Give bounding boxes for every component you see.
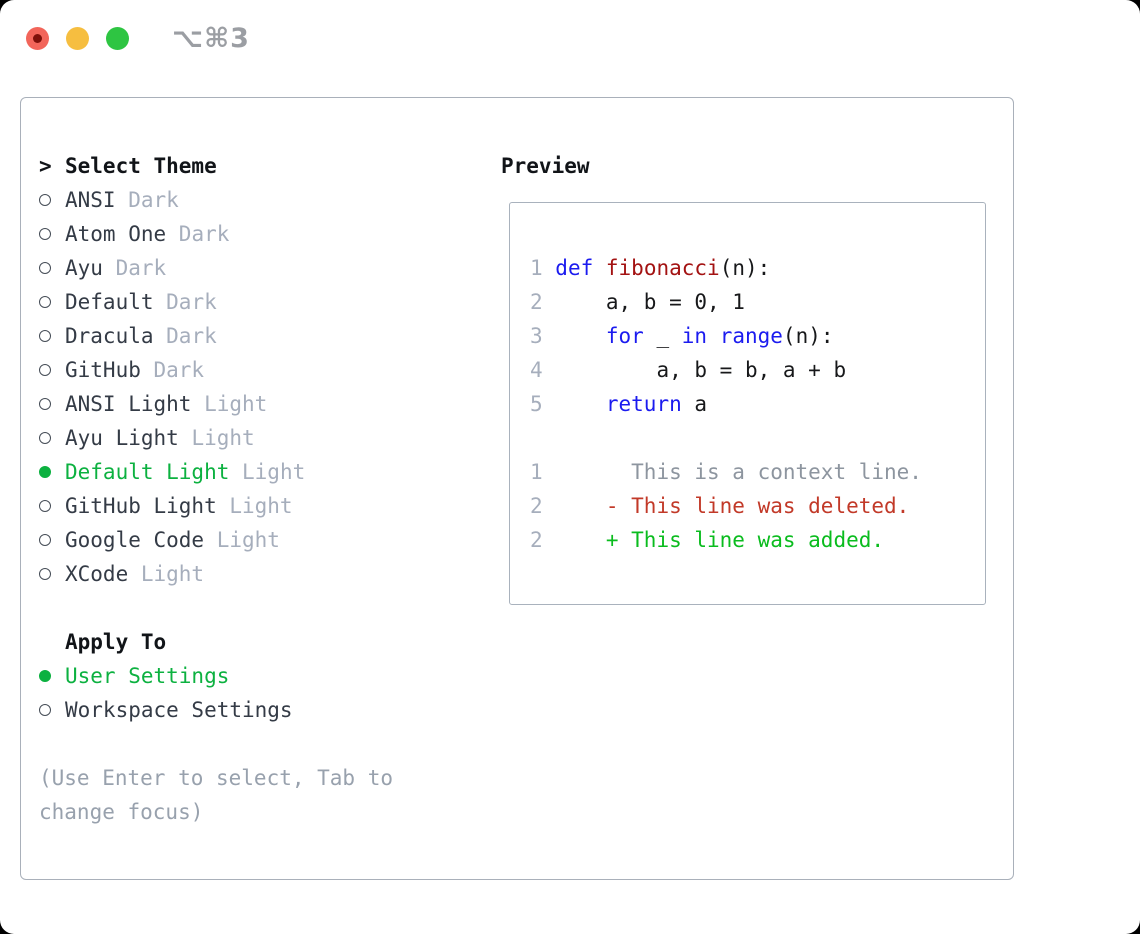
theme-option-ayu-dark[interactable]: Ayu Dark [39, 251, 469, 285]
select-theme-title: Select Theme [65, 154, 217, 178]
variant-badge: Dark [166, 290, 217, 314]
theme-list: > Select Theme ANSI Dark Atom One Dark A… [39, 149, 469, 829]
apply-to-title: Apply To [65, 630, 167, 654]
theme-option-ansi-light[interactable]: ANSI Light Light [39, 387, 469, 421]
radio-icon [39, 228, 51, 240]
variant-badge: Light [204, 392, 268, 416]
theme-option-dracula-dark[interactable]: Dracula Dark [39, 319, 469, 353]
radio-icon [39, 568, 51, 580]
select-theme-header: > Select Theme [39, 149, 469, 183]
theme-option-atom-one-dark[interactable]: Atom One Dark [39, 217, 469, 251]
radio-icon [39, 364, 51, 376]
theme-option-default-light[interactable]: Default Light Light [39, 455, 469, 489]
window-titlebar: ⌥⌘3 [26, 23, 250, 54]
theme-option-github-light[interactable]: GitHub Light Light [39, 489, 469, 523]
theme-option-default-dark[interactable]: Default Dark [39, 285, 469, 319]
focus-marker-icon: > [39, 154, 52, 178]
radio-selected-icon [39, 670, 51, 682]
apply-option-user-settings[interactable]: User Settings [39, 659, 469, 693]
radio-icon [39, 534, 51, 546]
variant-badge: Light [229, 494, 293, 518]
radio-icon [39, 500, 51, 512]
hint-text: (Use Enter to select, Tab to change focu… [39, 766, 394, 824]
keyboard-shortcut-label: ⌥⌘3 [172, 22, 250, 54]
radio-icon [39, 194, 51, 206]
preview-title: Preview [501, 154, 590, 178]
variant-badge: Dark [128, 188, 179, 212]
radio-icon [39, 432, 51, 444]
variant-badge: Dark [153, 358, 205, 382]
apply-option-workspace-settings[interactable]: Workspace Settings [39, 693, 469, 727]
zoom-button[interactable] [106, 26, 129, 50]
apply-to-header: Apply To [39, 625, 469, 659]
theme-option-ansi-dark[interactable]: ANSI Dark [39, 183, 469, 217]
radio-icon [39, 262, 51, 274]
theme-option-xcode[interactable]: XCode Light [39, 557, 469, 591]
variant-badge: Light [242, 460, 306, 484]
theme-option-github-dark[interactable]: GitHub Dark [39, 353, 469, 387]
radio-icon [39, 296, 51, 308]
radio-icon [39, 398, 51, 410]
radio-icon [39, 330, 51, 342]
minimize-button[interactable] [66, 26, 89, 50]
variant-badge: Light [216, 528, 280, 552]
variant-badge: Dark [166, 324, 217, 348]
radio-icon [39, 704, 51, 716]
radio-selected-icon [39, 466, 51, 478]
theme-picker-panel: > Select Theme ANSI Dark Atom One Dark A… [20, 97, 1014, 880]
theme-option-google-code[interactable]: Google Code Light [39, 523, 469, 557]
variant-badge: Light [140, 562, 205, 586]
unsaved-indicator-icon [33, 33, 42, 43]
variant-badge: Dark [178, 222, 230, 246]
theme-option-ayu-light[interactable]: Ayu Light Light [39, 421, 469, 455]
variant-badge: Light [191, 426, 255, 450]
close-button[interactable] [26, 26, 49, 50]
variant-badge: Dark [115, 256, 167, 280]
